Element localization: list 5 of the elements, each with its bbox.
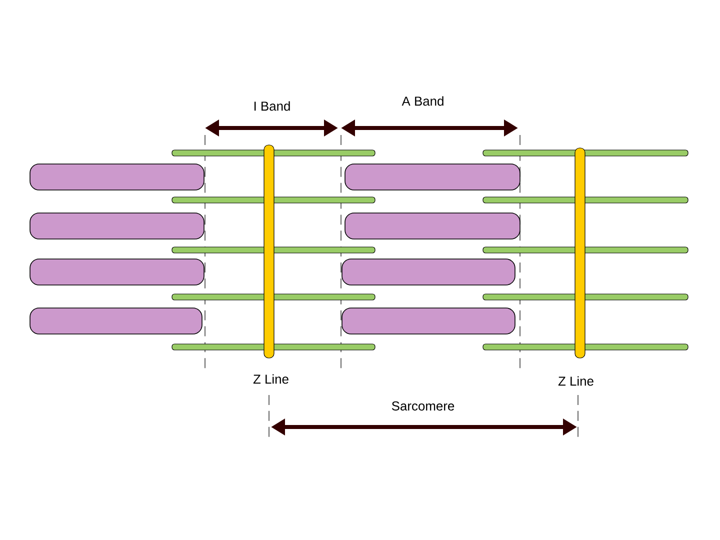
dimension-label: Sarcomere [392,401,454,411]
band-label: A Band [402,96,444,106]
line-label: Z Line [253,374,288,384]
line-label: Z Line [558,376,594,386]
band-label: I Band [254,101,290,111]
